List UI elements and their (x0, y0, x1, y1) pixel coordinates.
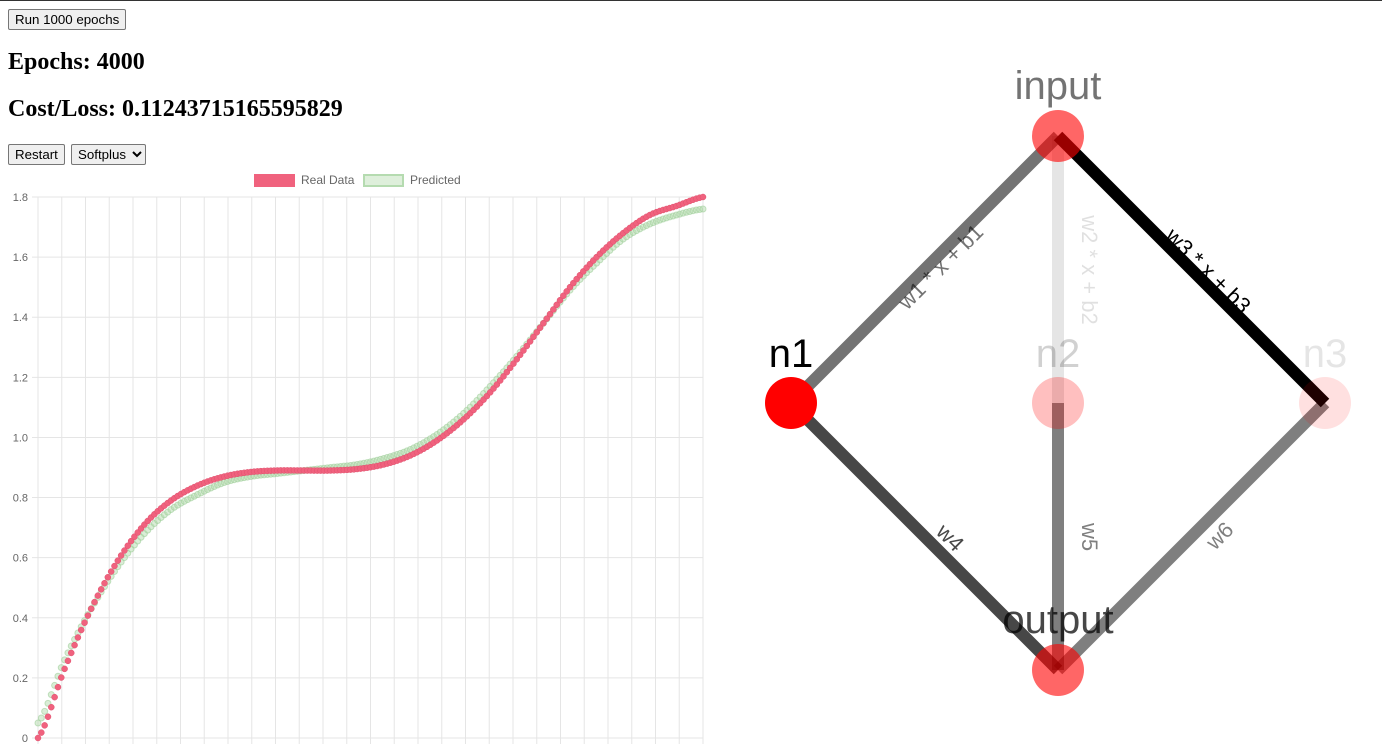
node-n3 (1299, 377, 1351, 429)
real-data-point (546, 310, 554, 318)
node-n1 (765, 377, 817, 429)
node-label-n1: n1 (769, 332, 814, 376)
real-data-point (84, 612, 92, 619)
y-tick-label: 1.0 (13, 432, 28, 444)
real-data-point (81, 619, 88, 626)
real-data-point (503, 368, 511, 376)
predicted-point (34, 719, 42, 727)
edge-label-w3: w3 * x + b3 (1160, 222, 1256, 318)
loss-fit-chart: 0 0.2 0.4 0.6 0.8 1.0 1.2 1.4 1.6 1.8 Real Data Pr… (13, 173, 707, 745)
edge-input-n1 (786, 131, 1063, 408)
real-data-point (131, 533, 138, 540)
real-data-point (48, 703, 55, 711)
edge-n1-output (786, 398, 1063, 675)
real-data-point (74, 634, 82, 641)
edge-label-w5: w5 (1077, 522, 1102, 551)
real-data-point (533, 329, 540, 336)
real-data-point (87, 605, 95, 613)
y-tick-label: 0.2 (13, 673, 28, 685)
real-data-point (560, 292, 567, 300)
restart-button[interactable]: Restart (8, 144, 65, 165)
top-border (0, 0, 1382, 1)
y-tick-label: 0.6 (13, 553, 28, 565)
real-data-point (520, 347, 527, 354)
controls-panel: Run 1000 epochs Epochs: 4000 Cost/Loss: … (8, 0, 708, 748)
legend-swatch[interactable] (363, 174, 404, 187)
y-tick-label: 1.2 (13, 372, 28, 384)
node-output (1032, 644, 1084, 696)
real-data-point (550, 306, 557, 313)
predicted-point (37, 714, 45, 722)
node-input (1032, 110, 1084, 162)
real-data-point (553, 301, 560, 309)
chart-legend[interactable]: Real Data Predicted (254, 173, 461, 187)
network-diagram: w1 * x + b1 w2 * x + b2 w3 * x + b3 w4 w… (765, 64, 1351, 696)
chart-y-ticks: 0 0.2 0.4 0.6 0.8 1.0 1.2 1.4 1.6 1.8 (13, 192, 28, 745)
real-data-point (61, 665, 68, 673)
real-data-point (510, 360, 517, 367)
edge-label-w2: w2 * x + b2 (1077, 214, 1102, 324)
predicted-point (699, 205, 707, 213)
real-data-point (111, 562, 118, 570)
y-tick-label: 0.4 (13, 613, 28, 625)
legend-label[interactable]: Predicted (410, 173, 461, 187)
real-data-point (64, 657, 72, 665)
edge-label-w1: w1 * x + b1 (892, 219, 988, 315)
loss-heading: Cost/Loss: 0.11243715165595829 (8, 96, 343, 122)
real-data-point (543, 315, 550, 322)
real-data-point (94, 592, 102, 599)
real-data-point (516, 351, 524, 359)
series-real-data (34, 193, 707, 742)
epochs-heading: Epochs: 4000 (8, 49, 145, 75)
y-tick-label: 1.6 (13, 252, 28, 264)
y-tick-label: 1.4 (13, 312, 28, 324)
real-data-point (58, 674, 65, 681)
real-data-point (699, 193, 707, 201)
node-label-output: output (1002, 598, 1113, 642)
real-data-point (77, 626, 85, 634)
real-data-point (97, 586, 105, 593)
real-data-point (44, 713, 52, 720)
real-data-point (107, 568, 115, 575)
real-data-point (101, 579, 108, 587)
legend-label[interactable]: Real Data (301, 173, 355, 187)
real-data-point (563, 288, 570, 295)
node-label-n3: n3 (1303, 332, 1348, 376)
y-tick-label: 0 (22, 733, 28, 745)
real-data-point (523, 342, 531, 350)
real-data-point (506, 364, 514, 372)
activation-select[interactable]: Softplus (71, 144, 146, 165)
real-data-point (500, 373, 507, 380)
real-data-point (121, 547, 128, 554)
real-data-point (114, 557, 122, 564)
real-data-point (124, 542, 132, 549)
real-data-point (38, 729, 45, 736)
real-data-point (536, 324, 544, 332)
real-data-point (51, 693, 58, 701)
real-data-point (34, 734, 42, 742)
predicted-point (41, 707, 49, 715)
real-data-point (526, 338, 534, 345)
real-data-point (71, 641, 78, 649)
real-data-point (540, 319, 547, 327)
node-label-input: input (1015, 64, 1102, 108)
real-data-point (41, 722, 48, 729)
node-label-n2: n2 (1036, 332, 1081, 376)
real-data-point (513, 356, 521, 363)
real-data-point (91, 598, 98, 606)
real-data-point (127, 537, 135, 545)
node-n2 (1032, 377, 1084, 429)
real-data-point (104, 574, 112, 581)
real-data-point (68, 649, 75, 657)
real-data-point (530, 333, 537, 341)
real-data-point (54, 683, 62, 691)
y-tick-label: 0.8 (13, 493, 28, 505)
real-data-point (556, 297, 564, 304)
edge-n3-output (1053, 398, 1330, 675)
run-epochs-button[interactable]: Run 1000 epochs (8, 9, 127, 30)
y-tick-label: 1.8 (13, 192, 28, 204)
legend-swatch[interactable] (254, 174, 295, 187)
real-data-point (117, 552, 125, 559)
edge-input-n3 (1053, 131, 1330, 408)
